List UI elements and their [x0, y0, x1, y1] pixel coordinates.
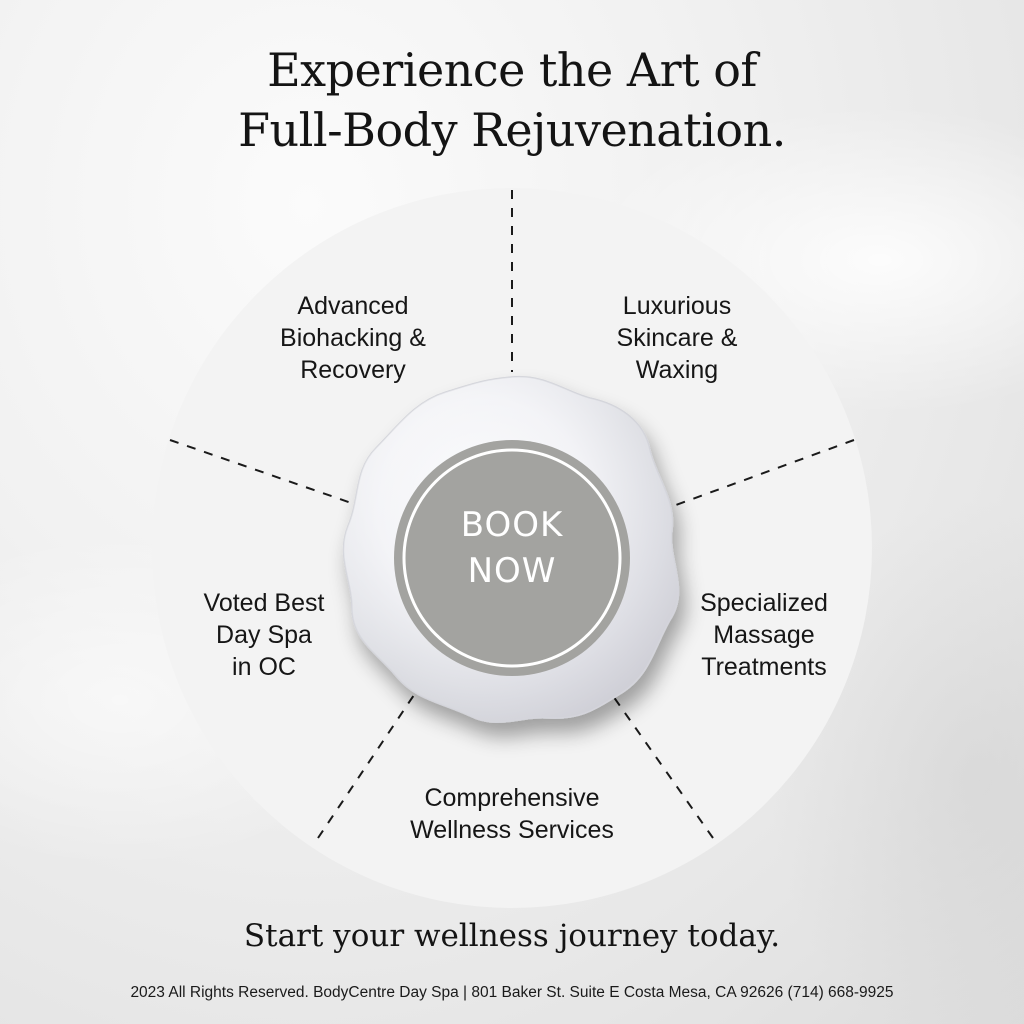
- seal-inner-ring: [402, 448, 622, 668]
- seal-inner-disc: [394, 440, 630, 676]
- service-massage-line-3: Treatments: [701, 653, 827, 681]
- book-now-line-1: BOOK: [460, 505, 564, 545]
- page-headline: Experience the Art of Full-Body Rejuvena…: [0, 40, 1024, 160]
- service-massage-line-1: Specialized: [700, 589, 828, 617]
- service-award-line-3: in OC: [232, 653, 296, 681]
- service-award-line-1: Voted Best: [203, 589, 325, 617]
- service-massage: Specialized Massage Treatments: [664, 587, 864, 683]
- book-now-line-2: NOW: [467, 551, 557, 591]
- wax-seal-icon: [342, 375, 680, 723]
- service-wellness-line-1: Comprehensive: [424, 784, 600, 812]
- divider-bottom-right: [605, 685, 714, 839]
- headline-line-1: Experience the Art of: [267, 43, 757, 97]
- tagline: Start your wellness journey today.: [243, 918, 781, 954]
- service-skincare: Luxurious Skincare & Waxing: [577, 290, 777, 386]
- service-skincare-line-3: Waxing: [635, 356, 719, 384]
- service-wellness: Comprehensive Wellness Services: [362, 782, 662, 846]
- service-skincare-line-1: Luxurious: [622, 292, 732, 320]
- divider-right: [675, 439, 855, 506]
- service-skincare-line-2: Skincare &: [616, 324, 738, 352]
- divider-bottom-left: [317, 685, 421, 839]
- book-now-label: BOOK NOW: [396, 502, 628, 594]
- service-wellness-line-2: Wellness Services: [410, 816, 614, 844]
- service-biohacking-line-2: Biohacking &: [280, 324, 426, 352]
- wheel-dividers: [169, 190, 855, 839]
- service-award: Voted Best Day Spa in OC: [164, 587, 364, 683]
- service-biohacking-line-1: Advanced: [297, 292, 409, 320]
- footer-info: 2023 All Rights Reserved. BodyCentre Day…: [130, 984, 894, 1001]
- book-now-button[interactable]: BOOK NOW: [396, 442, 628, 674]
- headline-line-2: Full-Body Rejuvenation.: [238, 103, 786, 157]
- service-biohacking-line-3: Recovery: [300, 356, 406, 384]
- service-massage-line-2: Massage: [713, 621, 815, 649]
- service-award-line-2: Day Spa: [216, 621, 312, 649]
- service-biohacking: Advanced Biohacking & Recovery: [253, 290, 453, 386]
- divider-left: [169, 439, 361, 507]
